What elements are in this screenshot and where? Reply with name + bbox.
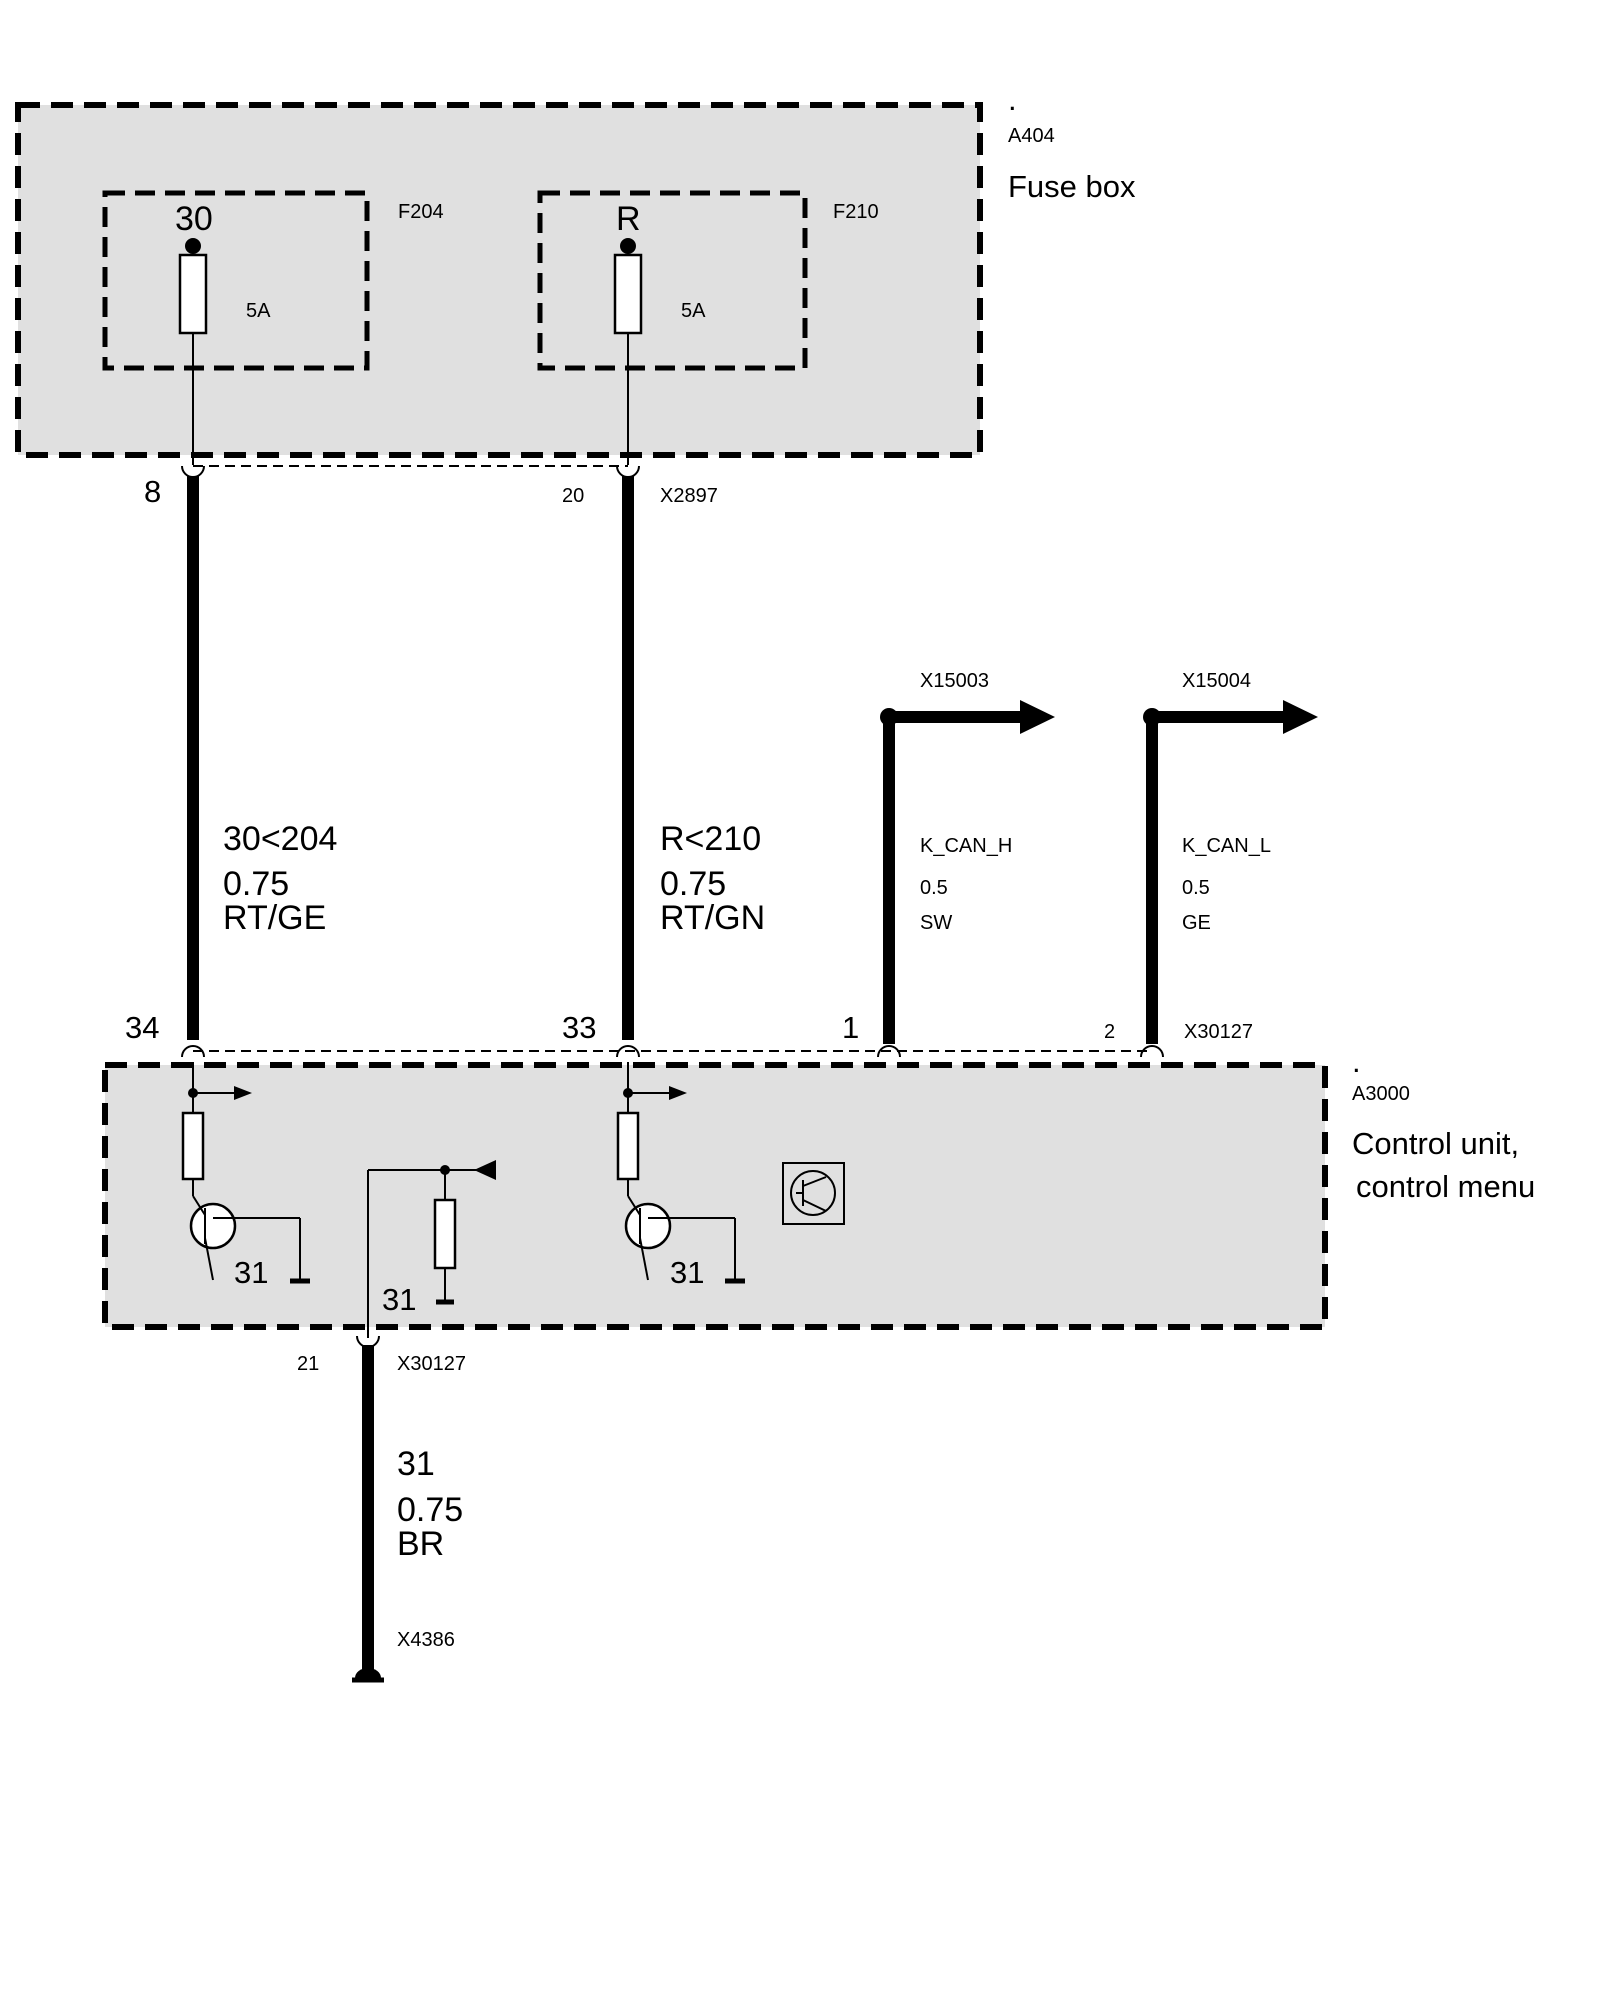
ground-wire-color: BR xyxy=(397,1525,444,1563)
ground-point-icon xyxy=(355,1668,381,1678)
fuse-box-a404: 30 F204 5A R F210 5A xyxy=(15,102,983,465)
connector-pin-20 xyxy=(616,465,640,478)
connector-x2897-label: X2897 xyxy=(660,485,718,507)
fuse-f204-rating: 5A xyxy=(246,300,271,322)
pin-20-label: 20 xyxy=(562,485,584,507)
fuse-f210 xyxy=(613,238,643,465)
ground-label-3: 31 xyxy=(382,1282,416,1317)
ground-label-2: 31 xyxy=(670,1255,704,1290)
ground-connector-label: X30127 xyxy=(397,1353,466,1375)
connector-pin-2 xyxy=(1140,1045,1164,1058)
wire-4-gauge: 0.5 xyxy=(1182,877,1210,899)
connector-pin-33 xyxy=(616,1045,640,1058)
wire-1-color: RT/GE xyxy=(223,899,326,937)
wire-3-label: K_CAN_H xyxy=(920,835,1012,857)
control-unit-id: A3000 xyxy=(1352,1083,1410,1105)
fuse-f210-outline xyxy=(537,190,808,371)
wire-3-connector: X15003 xyxy=(920,670,989,692)
fuse-box-dot: . xyxy=(1008,82,1017,117)
pin-33-label: 33 xyxy=(562,1010,596,1045)
fuse-box-name: Fuse box xyxy=(1008,169,1136,204)
arrow-right-icon xyxy=(1283,700,1318,734)
connector-pin-34 xyxy=(181,1045,205,1058)
fuse-f204 xyxy=(178,238,208,465)
fuse-f210-rating: 5A xyxy=(681,300,706,322)
pin-1-label: 1 xyxy=(842,1010,859,1045)
control-unit-name-2: control menu xyxy=(1356,1169,1535,1204)
wire-4-connector: X15004 xyxy=(1182,670,1251,692)
control-unit-outline xyxy=(102,1062,1328,1330)
ground-point-label: X4386 xyxy=(397,1629,455,1651)
pin-34-label: 34 xyxy=(125,1010,159,1045)
ground-stage-21 xyxy=(367,1160,496,1338)
pin-2-label: 2 xyxy=(1104,1021,1115,1043)
fuse-f204-outline xyxy=(102,190,370,371)
wire-k-can-h xyxy=(880,700,1055,1044)
fuse-box-outline xyxy=(15,102,983,458)
wire-3-gauge: 0.5 xyxy=(920,877,948,899)
connector-pin-1 xyxy=(877,1045,901,1058)
wire-k-can-l xyxy=(1143,700,1318,1044)
control-unit-dot: . xyxy=(1352,1044,1361,1079)
fuse-box-id: A404 xyxy=(1008,125,1055,147)
wire-4-label: K_CAN_L xyxy=(1182,835,1271,857)
fuse-f210-id: F210 xyxy=(833,201,879,223)
arrow-right-icon xyxy=(1020,700,1055,734)
pin-21-label: 21 xyxy=(297,1353,319,1375)
fuse-f204-id: F204 xyxy=(398,201,444,223)
pin-8-label: 8 xyxy=(144,474,161,509)
fuse-f204-terminal: 30 xyxy=(175,200,213,238)
ground-wire-label: 31 xyxy=(397,1445,435,1483)
fuse-f210-terminal: R xyxy=(616,200,641,238)
input-stage-34 xyxy=(181,1062,310,1284)
ground-label-1: 31 xyxy=(234,1255,268,1290)
connector-x30127-label: X30127 xyxy=(1184,1021,1253,1043)
input-stage-33 xyxy=(616,1062,745,1284)
wire-1-gauge: 0.75 xyxy=(223,865,289,903)
connector-pin-8 xyxy=(181,465,205,478)
wire-3-color: SW xyxy=(920,912,952,934)
wire-1-label: 30<204 xyxy=(223,820,337,858)
wire-2-label: R<210 xyxy=(660,820,761,858)
ground-wire-gauge: 0.75 xyxy=(397,1491,463,1529)
electronic-component-icon xyxy=(782,1162,845,1225)
wire-4-color: GE xyxy=(1182,912,1211,934)
wire-2-gauge: 0.75 xyxy=(660,865,726,903)
control-unit-name-1: Control unit, xyxy=(1352,1126,1519,1161)
wire-2-color: RT/GN xyxy=(660,899,765,937)
